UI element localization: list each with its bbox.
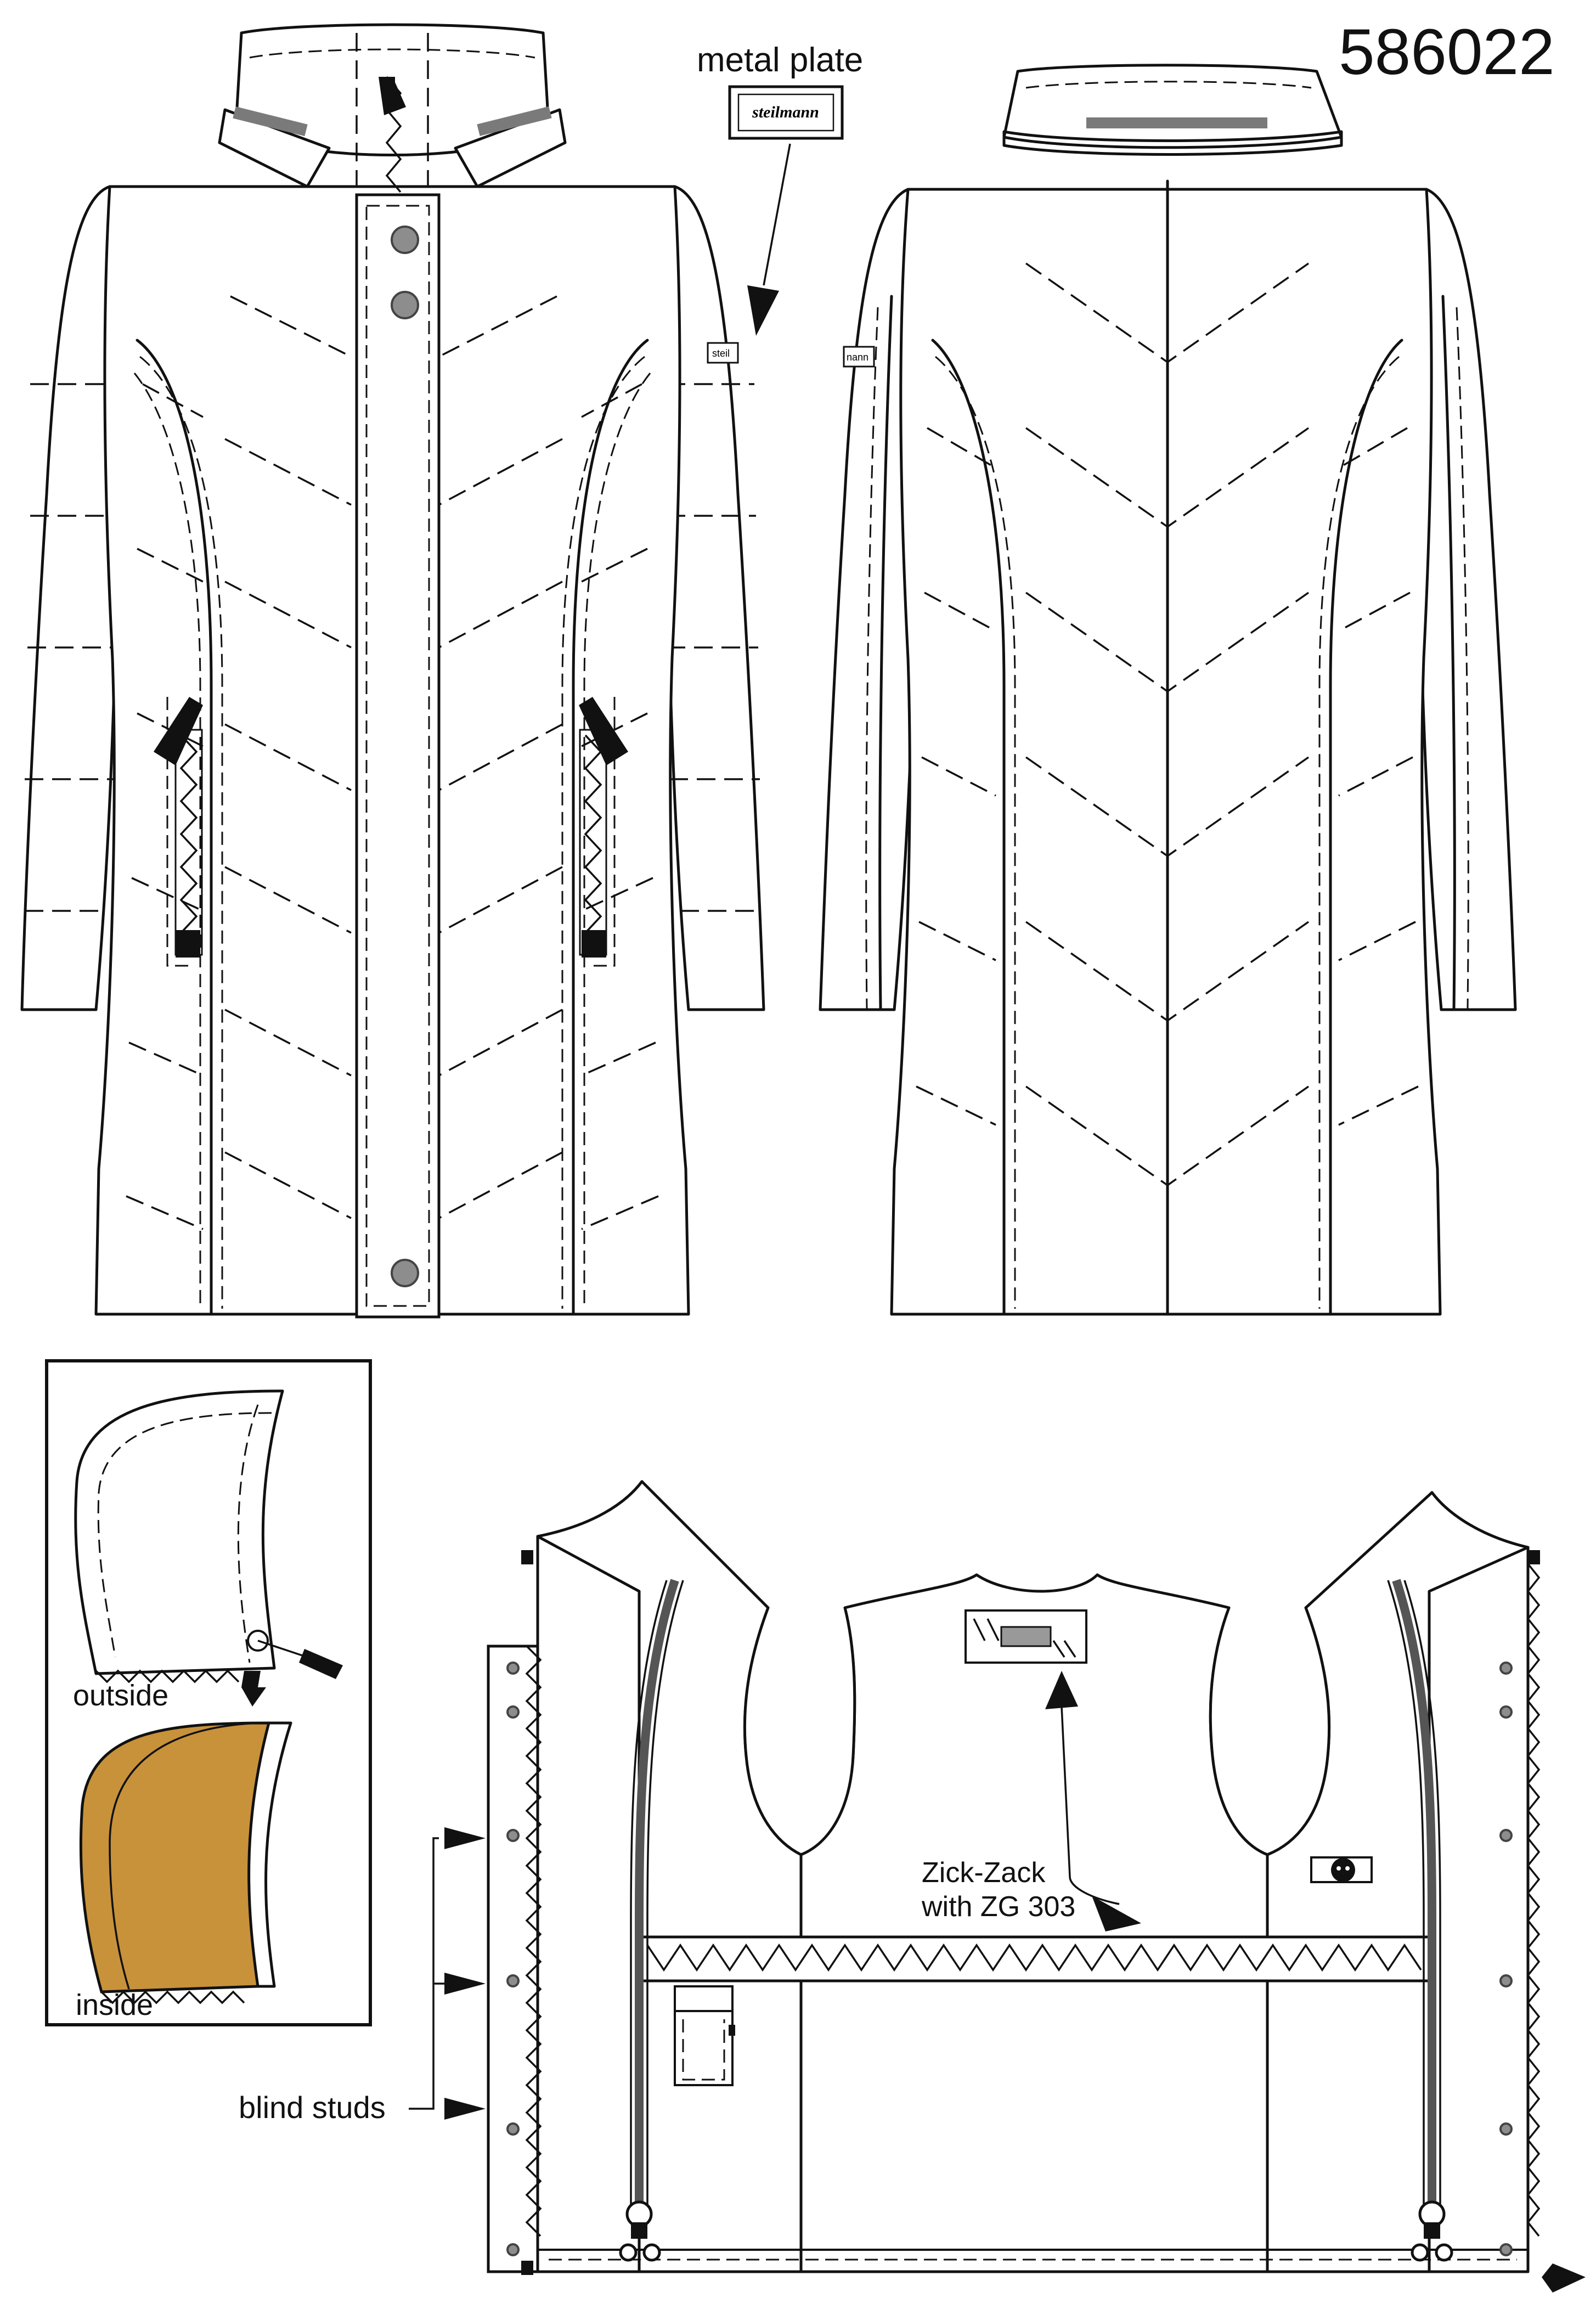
collar-zip-puller-icon [379, 77, 406, 115]
hood-outside-label: outside [73, 1679, 168, 1712]
hood-inside-facing [247, 1721, 292, 1988]
blind-studs-callout: blind studs [239, 1827, 486, 2125]
front-sleeve-tab [707, 342, 739, 364]
zickzack-label-line2: with ZG 303 [921, 1891, 1075, 1923]
hood-inset: outside inside [45, 1359, 372, 2026]
inside-hem-pointer-icon [1542, 2263, 1586, 2293]
inside-back-lining-panel [799, 1573, 1269, 2273]
inside-left-stud-placket [487, 1645, 539, 2273]
front-left-sleeve [20, 185, 120, 1011]
blind-studs-label: blind studs [239, 2090, 386, 2125]
front-collar-right-tab [454, 108, 567, 188]
front-stud-1 [391, 226, 419, 254]
back-sleeve-tab [843, 346, 875, 368]
front-chevron-quilting [126, 295, 659, 1230]
metal-plate-text: steilmann [752, 103, 819, 121]
back-collar [1002, 64, 1343, 149]
neck-label-arrow-icon [1045, 1671, 1078, 1709]
hood-inside-label: inside [76, 1989, 153, 2021]
inside-left-zip-slider-icon [619, 2200, 661, 2262]
back-view: nann [819, 64, 1517, 1316]
front-collar-left-tab [218, 108, 331, 188]
front-stud-3 [391, 1259, 419, 1287]
front-sleeve-quilting [25, 383, 762, 912]
front-right-princess-seam [572, 339, 649, 1316]
inside-toggle-button [1310, 1856, 1373, 1883]
back-right-sleeve [1417, 188, 1517, 1011]
inside-right-zip-slider-icon [1411, 2200, 1453, 2262]
front-view: steil [20, 23, 765, 1319]
inside-pocket [674, 1985, 735, 2086]
metal-plate-pointer [747, 143, 791, 336]
inside-view: Zick-Zack with ZG 303 [487, 1480, 1586, 2293]
front-left-princess-seam [136, 339, 213, 1316]
inside-right-zip [1392, 1579, 1436, 2206]
hood-outside [74, 1389, 284, 1675]
hood-toggle-icon [299, 1649, 343, 1679]
front-sleeve-tab-text: steil [712, 348, 730, 359]
metal-plate-label: metal plate [697, 41, 863, 79]
front-right-pocket-zip [579, 697, 628, 967]
back-sleeve-tab-text: nann [847, 352, 869, 363]
zickzack-label-line1: Zick-Zack [922, 1857, 1046, 1889]
back-body [890, 188, 1442, 1316]
front-right-sleeve [665, 185, 765, 1011]
front-stud-2 [391, 291, 419, 319]
front-placket [355, 193, 441, 1319]
front-left-pocket-zip [154, 697, 203, 967]
back-chevron-quilting [916, 262, 1419, 1187]
hood-pointer-arrow-icon [241, 1671, 266, 1707]
zickzack-pointer-arrow-icon [1092, 1896, 1141, 1931]
article-number: 586022 [1339, 16, 1555, 88]
inside-left-zip [635, 1579, 679, 2206]
metal-plate-badge: steilmann [728, 85, 844, 140]
